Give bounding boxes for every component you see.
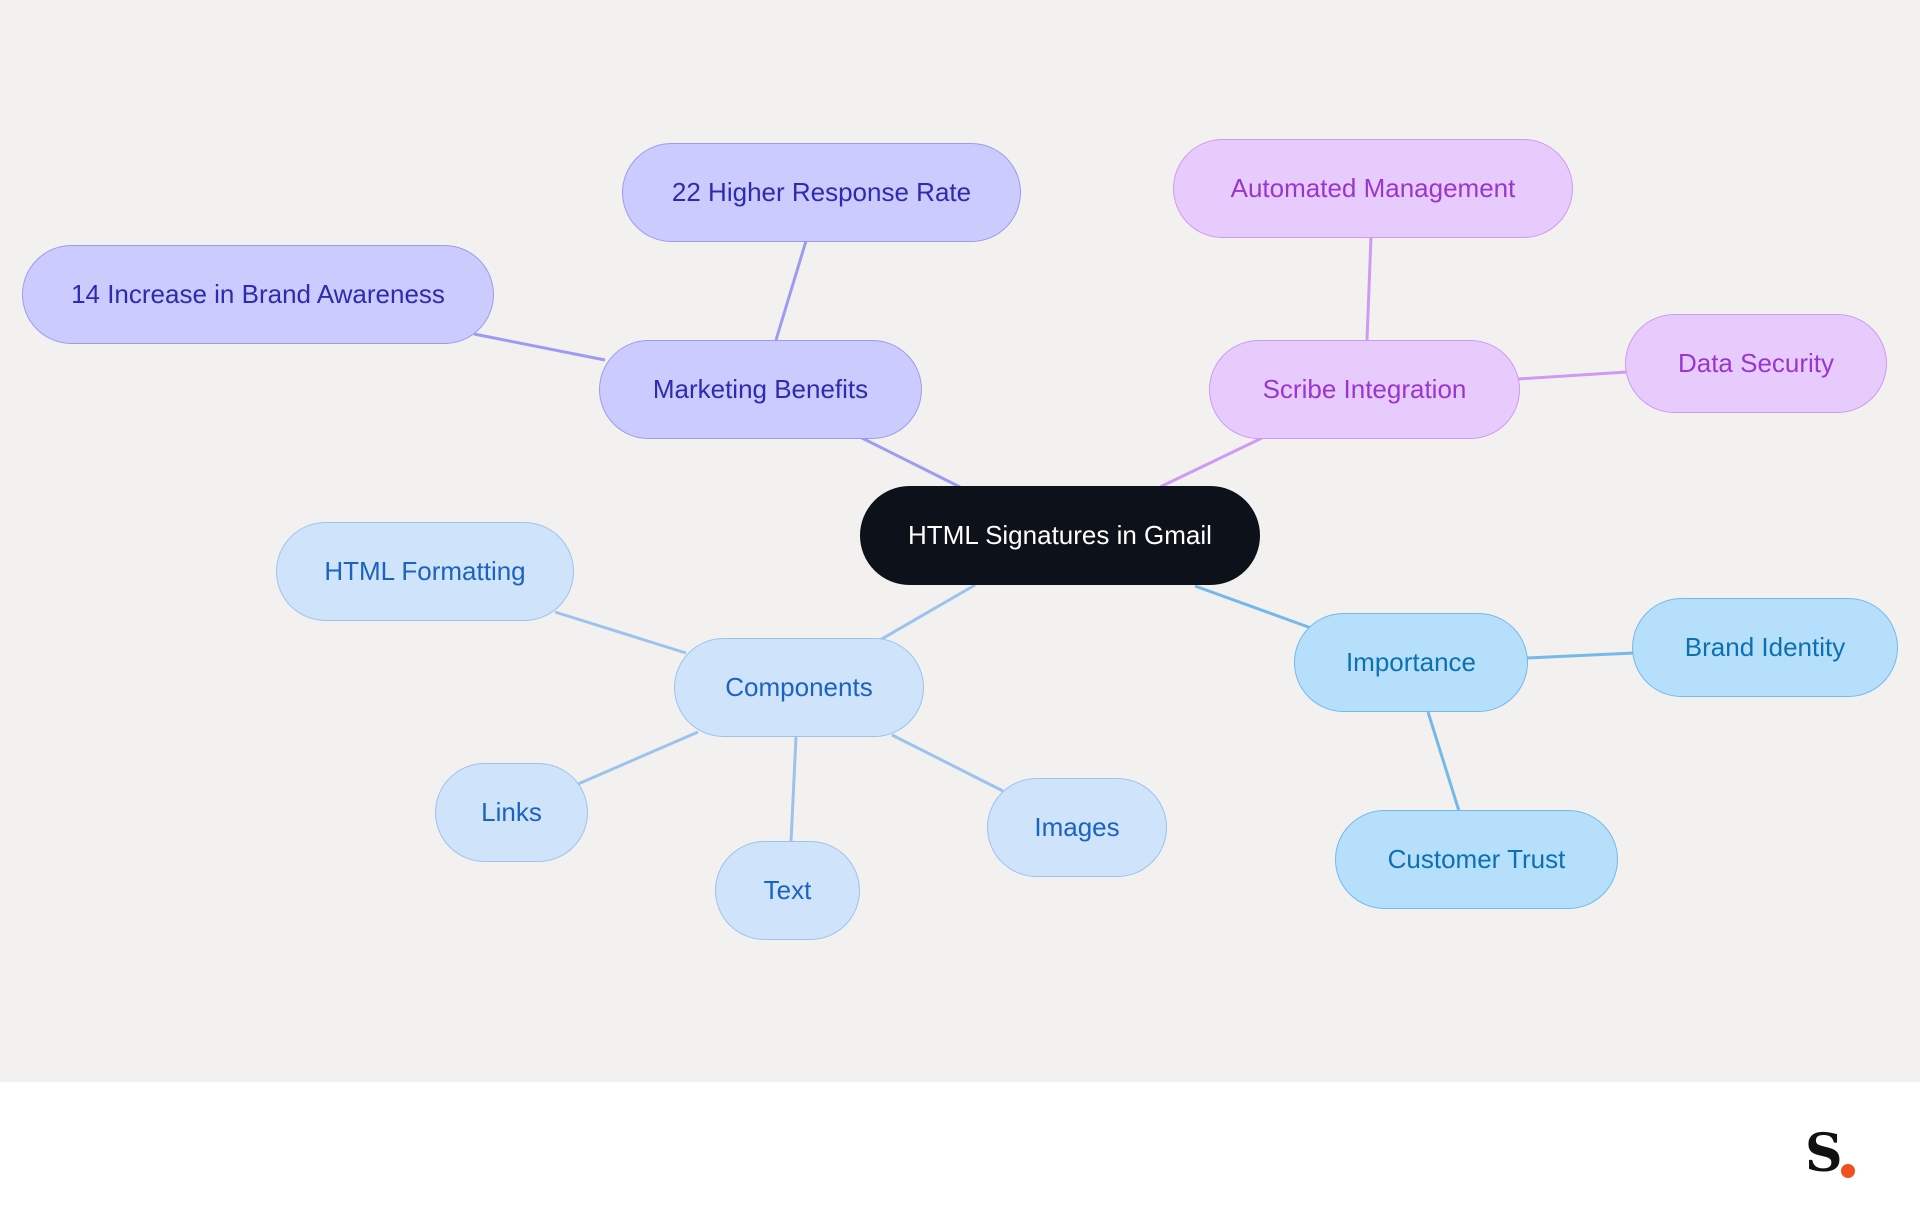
edge-root-marketing xyxy=(859,435,961,489)
brand-logo: S xyxy=(1805,1123,1843,1184)
edge-root-importance xyxy=(1194,584,1312,630)
edge-components-formatting xyxy=(554,610,687,655)
edge-components-links xyxy=(577,730,699,786)
edge-marketing-14 xyxy=(473,332,606,362)
node-14-increase-brand-awareness: 14 Increase in Brand Awareness xyxy=(22,245,494,344)
edge-marketing-22 xyxy=(774,240,808,341)
edge-importance-brand xyxy=(1526,651,1635,660)
node-components: Components xyxy=(674,638,924,737)
node-22-higher-response-rate: 22 Higher Response Rate xyxy=(622,143,1021,242)
edge-scribe-auto xyxy=(1365,236,1373,341)
edge-root-scribe xyxy=(1159,436,1263,489)
edge-root-components xyxy=(879,583,976,642)
edge-components-images xyxy=(891,733,1004,793)
node-scribe-integration: Scribe Integration xyxy=(1209,340,1520,439)
mindmap-canvas: Marketing Benefits 22 Higher Response Ra… xyxy=(0,0,1920,1082)
node-data-security: Data Security xyxy=(1625,314,1887,413)
mindmap-edges xyxy=(473,236,1635,843)
node-customer-trust: Customer Trust xyxy=(1335,810,1618,909)
node-brand-identity: Brand Identity xyxy=(1632,598,1898,697)
edge-components-text xyxy=(789,736,798,843)
node-marketing-benefits: Marketing Benefits xyxy=(599,340,922,439)
node-importance: Importance xyxy=(1294,613,1528,712)
node-images: Images xyxy=(987,778,1167,877)
brand-logo-dot-icon xyxy=(1841,1164,1855,1178)
node-automated-management: Automated Management xyxy=(1173,139,1573,238)
node-text: Text xyxy=(715,841,860,940)
node-root-html-signatures-in-gmail: HTML Signatures in Gmail xyxy=(860,486,1260,585)
node-links: Links xyxy=(435,763,588,862)
footer-bar xyxy=(0,1082,1920,1215)
edge-scribe-security xyxy=(1517,370,1628,381)
node-html-formatting: HTML Formatting xyxy=(276,522,574,621)
edge-importance-trust xyxy=(1426,711,1461,812)
